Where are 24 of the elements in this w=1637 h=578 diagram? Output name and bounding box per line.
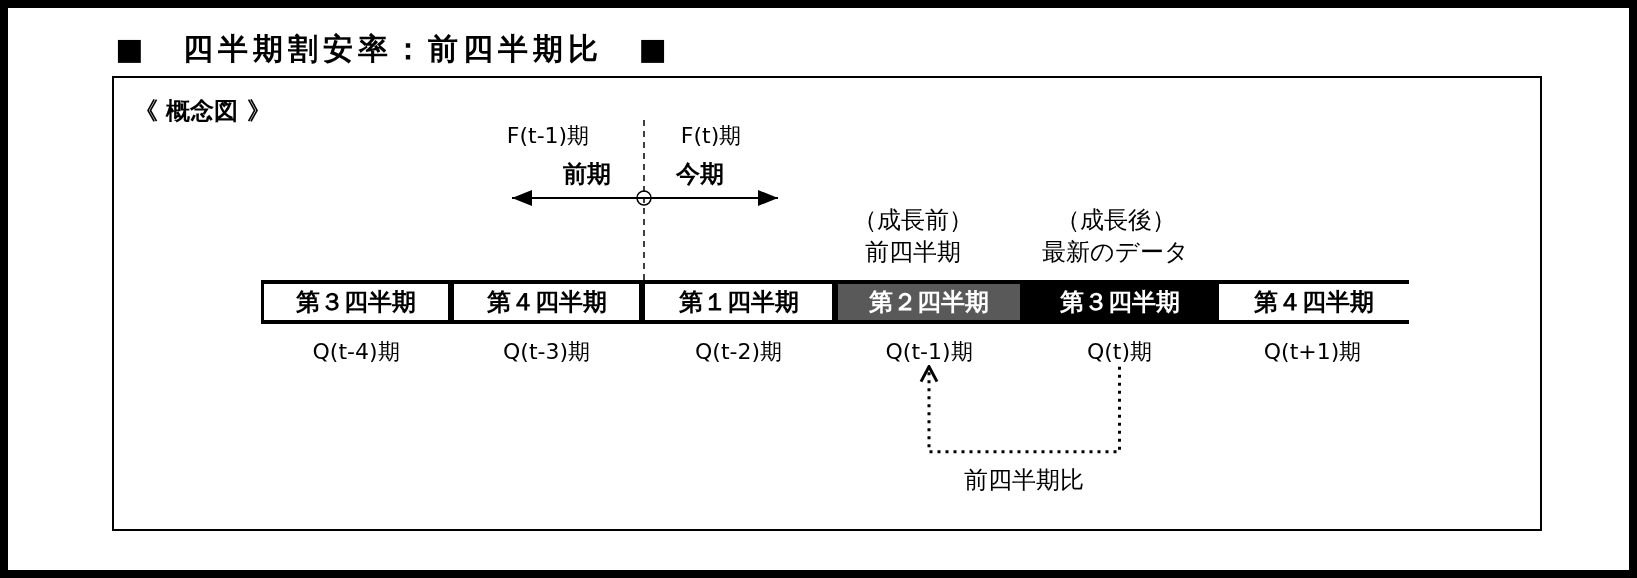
cell-annotation: （成長前）	[853, 207, 973, 235]
quarter-cell: 第３四半期	[1023, 280, 1216, 324]
quarter-cell: 第４四半期	[451, 280, 642, 324]
quarter-label: Q(t-1)期	[885, 339, 973, 365]
fiscal-period-label: F(t)期	[680, 123, 742, 149]
dotted-arrow	[919, 365, 1121, 454]
period-name-label: 前期	[563, 161, 611, 189]
cell-annotation: 最新のデータ	[1042, 239, 1189, 267]
diagram-title: ■ 四半期割安率：前四半期比 ■	[115, 31, 672, 67]
panel-heading: 《 概念図 》	[134, 98, 271, 126]
quarter-cell: 第２四半期	[835, 280, 1023, 324]
concept-panel	[112, 76, 1542, 531]
quarter-cell: 第３四半期	[261, 280, 451, 324]
quarter-cell: 第４四半期	[1216, 280, 1409, 324]
quarter-cell: 第１四半期	[642, 280, 835, 324]
cell-annotation: （成長後）	[1055, 207, 1176, 235]
quarter-label: Q(t+1)期	[1263, 339, 1362, 365]
period-name-label: 今期	[676, 161, 724, 189]
quarter-label: Q(t)期	[1086, 339, 1153, 365]
quarter-label: Q(t-4)期	[312, 339, 400, 365]
cell-annotation: 前四半期	[865, 239, 961, 267]
fiscal-period-label: F(t-1)期	[506, 123, 590, 149]
quarter-label: Q(t-2)期	[695, 339, 782, 365]
quarter-label: Q(t-3)期	[503, 339, 590, 365]
